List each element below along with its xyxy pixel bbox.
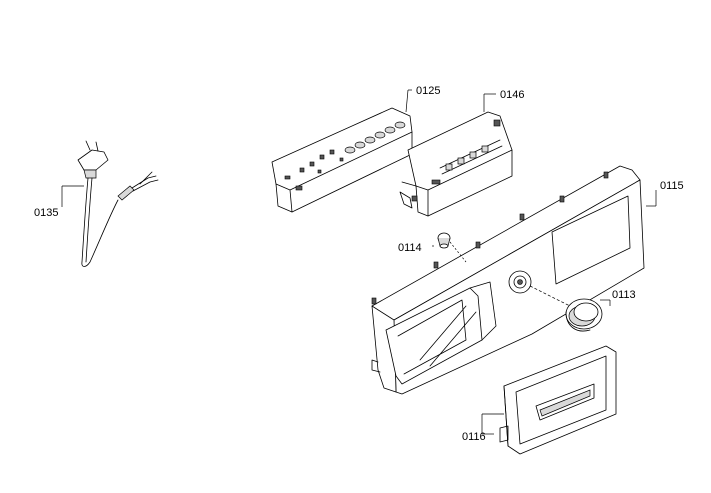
part-label-0135[interactable]: 0135	[34, 207, 58, 219]
part-label-0115[interactable]: 0115	[660, 180, 684, 192]
part-label-0116[interactable]: 0116	[462, 431, 486, 443]
part-label-0114[interactable]: 0114	[398, 242, 422, 254]
circuit-board-part[interactable]	[271, 107, 413, 213]
power-cord-part[interactable]	[77, 140, 159, 267]
selector-frame-part[interactable]	[399, 111, 513, 217]
part-label-0146[interactable]: 0146	[500, 89, 524, 101]
part-label-0125[interactable]: 0125	[416, 85, 440, 97]
leader-line-0113	[529, 285, 571, 307]
part-label-0113[interactable]: 0113	[612, 289, 636, 301]
control-panel-fascia-part[interactable]	[371, 165, 645, 395]
knob-ring-part[interactable]	[565, 298, 603, 332]
drawer-front-part[interactable]	[499, 345, 617, 455]
small-button-part[interactable]	[437, 232, 451, 249]
